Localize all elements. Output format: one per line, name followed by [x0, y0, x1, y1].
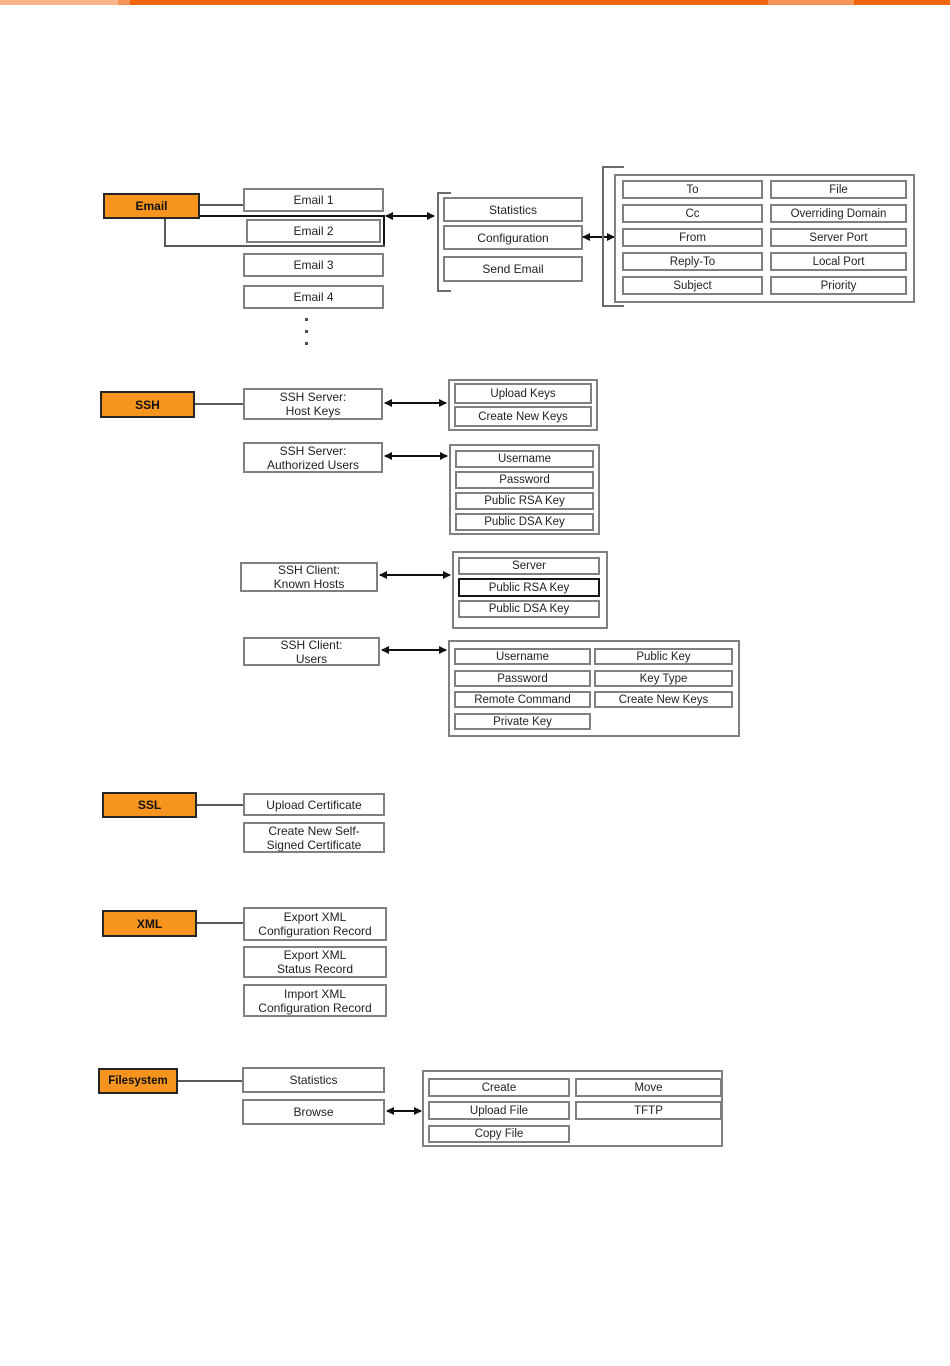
- field-box-to: To: [622, 180, 763, 199]
- box-label-line: Host Keys: [285, 404, 341, 418]
- field-box-local-port: Local Port: [770, 252, 907, 271]
- field-box-file: File: [770, 180, 907, 199]
- ssh-users-page-box: SSH Client: Users: [243, 637, 380, 666]
- bracket: [602, 166, 624, 168]
- ssl-upload-certificate-page-box: Upload Certificate: [243, 793, 385, 816]
- email-send-email-tab-box: Send Email: [443, 256, 583, 282]
- box-label-line: Known Hosts: [273, 577, 345, 591]
- filesystem-statistics-page-box: Statistics: [242, 1067, 385, 1093]
- email-4-page-box: Email 4: [243, 285, 384, 309]
- double-arrow: [385, 212, 435, 220]
- field-box-cc: Cc: [622, 204, 763, 223]
- field-box-create: Create: [428, 1078, 570, 1097]
- field-box-move: Move: [575, 1078, 722, 1097]
- email-configuration-tab-box: Configuration: [443, 225, 583, 250]
- box-label-line: Export XML: [283, 910, 347, 924]
- email-3-page-box: Email 3: [243, 253, 384, 277]
- box-label-line: Configuration Record: [258, 924, 372, 938]
- double-arrow: [386, 1107, 422, 1115]
- bracket: [602, 305, 624, 307]
- footer-rule: [0, 0, 950, 5]
- field-box-password: Password: [455, 471, 594, 489]
- field-box-subject: Subject: [622, 276, 763, 295]
- highlight-connector: [164, 245, 385, 247]
- xml-export-config-page-box: Export XML Configuration Record: [243, 907, 387, 941]
- email-menu-box: Email: [103, 193, 200, 219]
- connector-line: [197, 804, 243, 806]
- box-label-line: SSH Server:: [279, 390, 347, 404]
- bracket: [437, 290, 451, 292]
- email-2-page-box: Email 2: [246, 219, 381, 243]
- filesystem-browse-page-box: Browse: [242, 1099, 385, 1125]
- field-box-overriding-domain: Overriding Domain: [770, 204, 907, 223]
- highlight-connector: [200, 215, 385, 217]
- ssh-known-hosts-page-box: SSH Client: Known Hosts: [240, 562, 378, 592]
- box-label-line: Create New Self-: [268, 823, 360, 838]
- box-label-line: Configuration Record: [258, 1000, 372, 1015]
- field-box-reply-to: Reply-To: [622, 252, 763, 271]
- connector-line: [195, 403, 243, 405]
- box-label-line: SSH Server:: [279, 443, 347, 458]
- double-arrow: [582, 233, 615, 241]
- box-label-line: Import XML: [283, 986, 346, 1001]
- box-label-line: Status Record: [276, 962, 354, 976]
- highlight-connector: [383, 215, 385, 247]
- field-box-key-type: Key Type: [594, 670, 733, 687]
- filesystem-menu-box: Filesystem: [98, 1068, 178, 1094]
- ssh-menu-box: SSH: [100, 391, 195, 418]
- field-box-private-key: Private Key: [454, 713, 591, 730]
- box-label-line: Users: [295, 651, 328, 666]
- field-box-public-key: Public Key: [594, 648, 733, 665]
- double-arrow: [381, 646, 447, 654]
- ssl-create-certificate-page-box: Create New Self- Signed Certificate: [243, 822, 385, 853]
- field-box-upload-keys: Upload Keys: [454, 383, 592, 404]
- ssh-host-keys-page-box: SSH Server: Host Keys: [243, 388, 383, 420]
- ssh-authorized-users-page-box: SSH Server: Authorized Users: [243, 442, 383, 473]
- box-label-line: Export XML: [283, 948, 347, 962]
- field-box-create-new-keys: Create New Keys: [594, 691, 733, 708]
- bracket: [602, 166, 604, 307]
- field-box-server: Server: [458, 557, 600, 575]
- field-box-public-rsa-key: Public RSA Key: [455, 492, 594, 510]
- box-label-line: Authorized Users: [266, 457, 360, 472]
- field-box-username: Username: [454, 648, 591, 665]
- connector-line: [200, 204, 243, 206]
- field-box-username: Username: [455, 450, 594, 468]
- double-arrow: [384, 399, 447, 407]
- bracket: [437, 192, 451, 194]
- box-label-line: SSH Client:: [280, 637, 343, 652]
- field-box-priority: Priority: [770, 276, 907, 295]
- xml-export-status-page-box: Export XML Status Record: [243, 946, 387, 978]
- field-box-upload-file: Upload File: [428, 1101, 570, 1120]
- field-box-server-port: Server Port: [770, 228, 907, 247]
- field-box-remote-command: Remote Command: [454, 691, 591, 708]
- box-label-line: SSH Client:: [277, 563, 341, 577]
- email-statistics-tab-box: Statistics: [443, 197, 583, 222]
- connector-line: [164, 219, 166, 247]
- xml-import-config-page-box: Import XML Configuration Record: [243, 984, 387, 1017]
- email-1-page-box: Email 1: [243, 188, 384, 212]
- bracket: [437, 192, 439, 292]
- field-box-create-new-keys: Create New Keys: [454, 406, 592, 427]
- field-box-public-dsa-key: Public DSA Key: [455, 513, 594, 531]
- field-box-password: Password: [454, 670, 591, 687]
- connector-line: [178, 1080, 242, 1082]
- footer-rule-highlight: [0, 0, 130, 5]
- field-box-tftp: TFTP: [575, 1101, 722, 1120]
- ssl-menu-box: SSL: [102, 792, 197, 818]
- xml-menu-box: XML: [102, 910, 197, 937]
- field-box-copy-file: Copy File: [428, 1125, 570, 1143]
- double-arrow: [379, 571, 451, 579]
- double-arrow: [384, 452, 448, 460]
- ellipsis-dot: [305, 330, 308, 333]
- box-label-line: Signed Certificate: [266, 837, 362, 852]
- field-box-public-rsa-key-highlighted: Public RSA Key: [458, 578, 600, 597]
- field-box-from: From: [622, 228, 763, 247]
- field-box-public-dsa-key: Public DSA Key: [458, 600, 600, 618]
- footer-rule-highlight: [0, 0, 118, 5]
- ellipsis-dot: [305, 342, 308, 345]
- ellipsis-dot: [305, 318, 308, 321]
- footer-rule-highlight: [768, 0, 854, 5]
- connector-line: [197, 922, 243, 924]
